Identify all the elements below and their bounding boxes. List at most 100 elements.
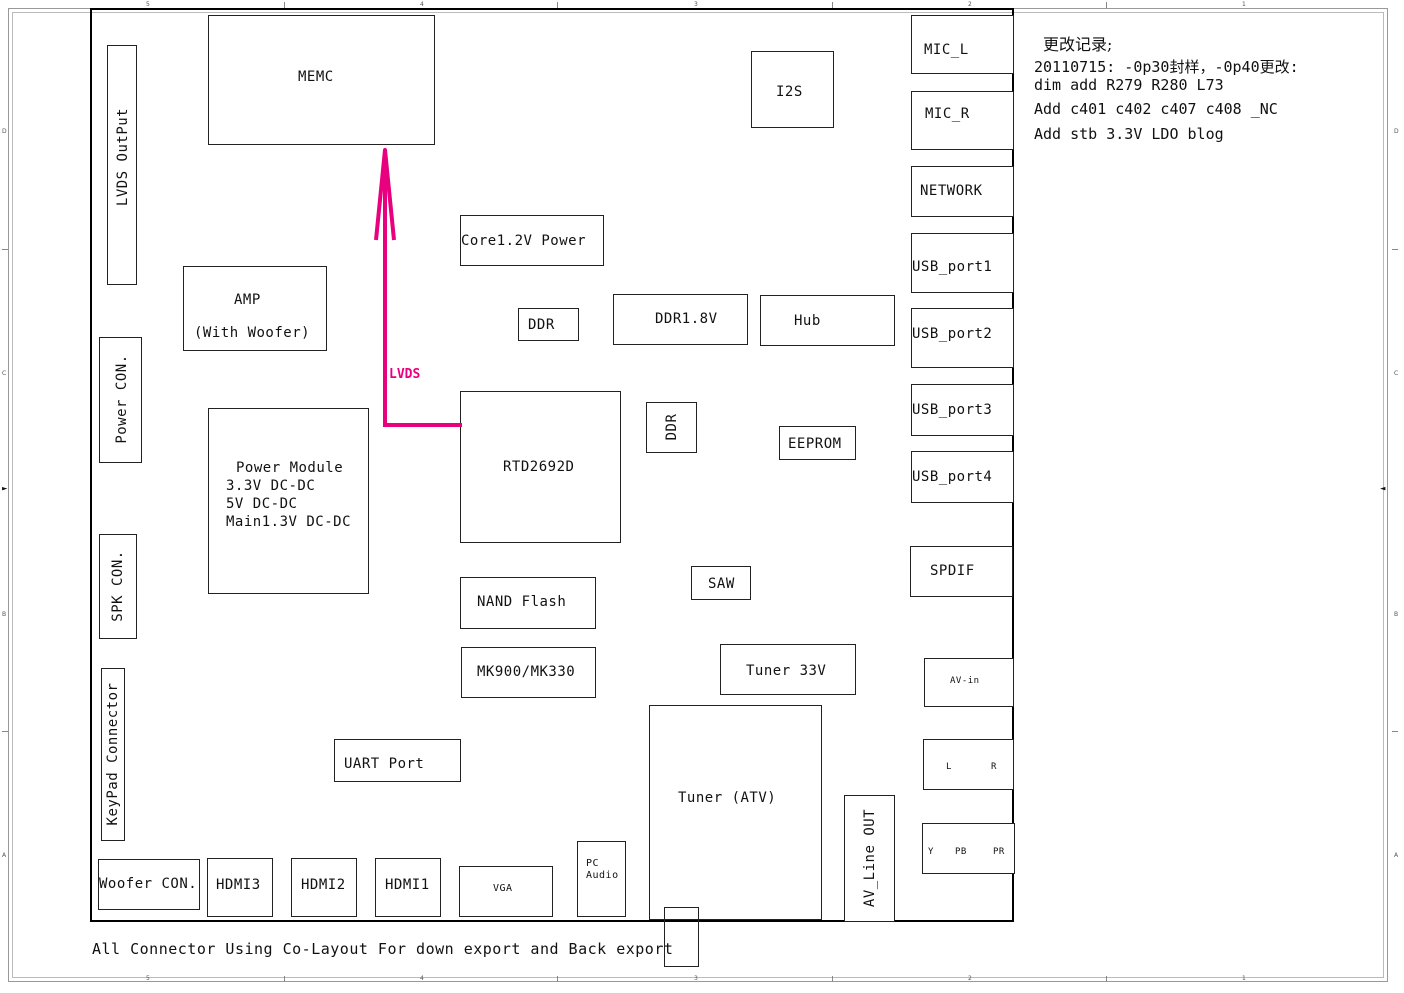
tuner-antenna-connector bbox=[664, 907, 699, 967]
change-log-line: Add c401 c402 c407 c408 _NC bbox=[1034, 100, 1278, 118]
nand-flash-block: NAND Flash bbox=[460, 577, 596, 629]
zone-right-C: C bbox=[1394, 370, 1399, 377]
power-module-33v: 3.3V DC-DC bbox=[226, 478, 316, 494]
hdmi2-connector: HDMI2 bbox=[291, 858, 357, 917]
zone-right-D: D bbox=[1394, 128, 1399, 135]
rtd2692d-chip: RTD2692D bbox=[460, 391, 621, 543]
usb-port4-label: USB_port4 bbox=[912, 469, 993, 485]
network-label: NETWORK bbox=[920, 183, 983, 199]
vga-connector: VGA bbox=[459, 866, 553, 917]
zone-bottom-4: 4 bbox=[420, 975, 424, 982]
zone-divider-tick bbox=[1106, 976, 1107, 982]
usb-port1-connector: USB_port1 bbox=[911, 233, 1014, 293]
eeprom-block: EEPROM bbox=[779, 426, 856, 460]
zone-divider-tick bbox=[1106, 2, 1107, 8]
pc-audio-connector: PC Audio bbox=[577, 841, 626, 917]
zone-top-4: 4 bbox=[420, 1, 424, 8]
audio-l-label: L bbox=[946, 762, 952, 772]
woofer-con-label: Woofer CON. bbox=[99, 876, 198, 892]
zone-divider-tick bbox=[557, 2, 558, 8]
usb-port3-connector: USB_port3 bbox=[911, 384, 1014, 436]
power-module-13v: Main1.3V DC-DC bbox=[226, 514, 352, 530]
core-power-label: Core1.2V Power bbox=[461, 233, 587, 249]
zone-divider-tick bbox=[1392, 249, 1398, 250]
ypbpr-pr-label: PR bbox=[993, 847, 1005, 857]
audio-lr-connector: L R bbox=[923, 739, 1014, 790]
ypbpr-y-label: Y bbox=[928, 847, 934, 857]
av-in-connector: AV-in bbox=[924, 658, 1014, 707]
ypbpr-pb-label: PB bbox=[955, 847, 967, 857]
mic-l-label: MIC_L bbox=[924, 42, 969, 58]
audio-r-label: R bbox=[991, 762, 997, 772]
power-module-5v: 5V DC-DC bbox=[226, 496, 298, 512]
lvds-signal-line bbox=[383, 150, 462, 427]
amp-woofer-label: (With Woofer) bbox=[194, 325, 311, 341]
tuner-atv-block: Tuner (ATV) bbox=[649, 705, 822, 920]
zone-right-B: B bbox=[1394, 611, 1399, 618]
network-connector: NETWORK bbox=[911, 166, 1014, 217]
change-log-line: Add stb 3.3V LDO blog bbox=[1034, 125, 1224, 143]
memc-block: MEMC bbox=[208, 15, 435, 145]
usb-port4-connector: USB_port4 bbox=[911, 451, 1014, 503]
drawing-frame-inner bbox=[12, 12, 1384, 978]
zone-right-A: A bbox=[1394, 852, 1399, 859]
usb-port1-label: USB_port1 bbox=[912, 259, 993, 275]
zone-divider-tick bbox=[2, 731, 8, 732]
lvds-output-connector: LVDS OutPut bbox=[107, 45, 137, 285]
lvds-arrow-head-icon bbox=[374, 148, 396, 241]
hdmi3-connector: HDMI3 bbox=[207, 858, 273, 917]
center-arrow-right-icon: ◄ bbox=[1380, 484, 1386, 494]
nand-flash-label: NAND Flash bbox=[477, 594, 567, 610]
hdmi1-label: HDMI1 bbox=[385, 877, 430, 893]
av-line-out-connector: AV_Line OUT bbox=[844, 795, 895, 922]
zone-left-C: C bbox=[2, 370, 7, 377]
tuner33v-block: Tuner 33V bbox=[720, 644, 856, 695]
hdmi3-label: HDMI3 bbox=[216, 877, 261, 893]
amp-label: AMP bbox=[234, 292, 261, 308]
zone-divider-tick bbox=[284, 976, 285, 982]
zone-divider-tick bbox=[832, 976, 833, 982]
zone-divider-tick bbox=[557, 976, 558, 982]
zone-top-1: 1 bbox=[1242, 1, 1246, 8]
uart-port-block: UART Port bbox=[334, 739, 461, 782]
mic-r-connector: MIC_R bbox=[911, 91, 1014, 150]
pc-audio-label-line2: Audio bbox=[586, 870, 619, 881]
zone-left-B: B bbox=[2, 611, 7, 618]
zone-top-2: 2 bbox=[968, 1, 972, 8]
av-in-label: AV-in bbox=[950, 676, 980, 686]
core-power-block: Core1.2V Power bbox=[460, 215, 604, 266]
power-module-title: Power Module bbox=[236, 460, 344, 476]
lvds-signal-label: LVDS bbox=[389, 367, 421, 382]
tuner33v-label: Tuner 33V bbox=[746, 663, 827, 679]
amp-block: AMP (With Woofer) bbox=[183, 266, 327, 351]
usb-port2-label: USB_port2 bbox=[912, 326, 993, 342]
ddr-vertical-block: DDR bbox=[646, 402, 697, 453]
mic-r-label: MIC_R bbox=[925, 106, 970, 122]
memc-label: MEMC bbox=[298, 69, 334, 85]
zone-divider-tick bbox=[2, 249, 8, 250]
i2s-label: I2S bbox=[776, 84, 803, 100]
woofer-con-connector: Woofer CON. bbox=[98, 859, 200, 910]
center-arrow-left-icon: ► bbox=[2, 484, 8, 494]
hub-label: Hub bbox=[794, 313, 821, 329]
zone-bottom-1: 1 bbox=[1242, 975, 1246, 982]
keypad-connector: KeyPad Connector bbox=[101, 668, 125, 841]
power-module-block: Power Module 3.3V DC-DC 5V DC-DC Main1.3… bbox=[208, 408, 369, 594]
saw-label: SAW bbox=[708, 576, 735, 592]
usb-port3-label: USB_port3 bbox=[912, 402, 993, 418]
spk-con-connector: SPK CON. bbox=[99, 534, 137, 639]
hdmi1-connector: HDMI1 bbox=[375, 858, 441, 917]
hdmi2-label: HDMI2 bbox=[301, 877, 346, 893]
zone-bottom-2: 2 bbox=[968, 975, 972, 982]
change-log-line: dim add R279 R280 L73 bbox=[1034, 76, 1224, 94]
power-con-connector: Power CON. bbox=[99, 337, 142, 463]
zone-top-3: 3 bbox=[694, 1, 698, 8]
rtd2692d-label: RTD2692D bbox=[503, 459, 575, 475]
spdif-label: SPDIF bbox=[930, 563, 975, 579]
change-log-line: 20110715: -0p30封样，-0p40更改: bbox=[1034, 58, 1299, 76]
zone-divider-tick bbox=[1392, 731, 1398, 732]
eeprom-label: EEPROM bbox=[788, 436, 842, 452]
ypbpr-connector: Y PB PR bbox=[922, 823, 1015, 874]
zone-top-5: 5 bbox=[146, 1, 150, 8]
mic-l-connector: MIC_L bbox=[911, 15, 1014, 74]
